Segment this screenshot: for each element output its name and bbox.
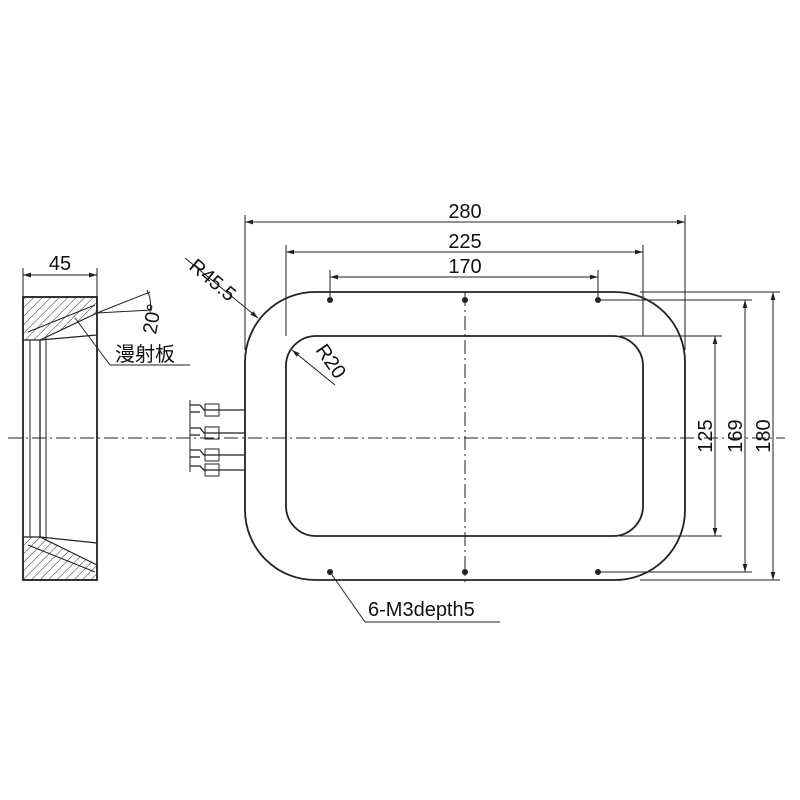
height-label-125: 125 [695, 419, 717, 452]
outer-radius-label: R45.5 [185, 255, 240, 306]
inner-radius-label: R20 [311, 340, 350, 383]
side-view-top-section [22, 296, 98, 341]
hole-callout-label: 6-M3depth5 [368, 599, 475, 621]
height-label-169: 169 [725, 419, 747, 452]
cable-connectors [189, 400, 245, 477]
side-view: 45 20° 漫射板 [22, 253, 190, 581]
width-label-225: 225 [448, 231, 481, 253]
angle-label: 20° [139, 302, 166, 336]
width-label-280: 280 [448, 201, 481, 223]
side-view-bottom-section [22, 536, 98, 581]
width-label-170: 170 [448, 256, 481, 278]
mount-hole [462, 569, 468, 575]
mount-hole [462, 297, 468, 303]
diffuser-label: 漫射板 [115, 342, 175, 366]
height-label-180: 180 [753, 419, 775, 452]
side-width-label: 45 [49, 253, 71, 275]
front-view: R45.5 R20 280 225 170 125 169 180 [184, 201, 780, 623]
